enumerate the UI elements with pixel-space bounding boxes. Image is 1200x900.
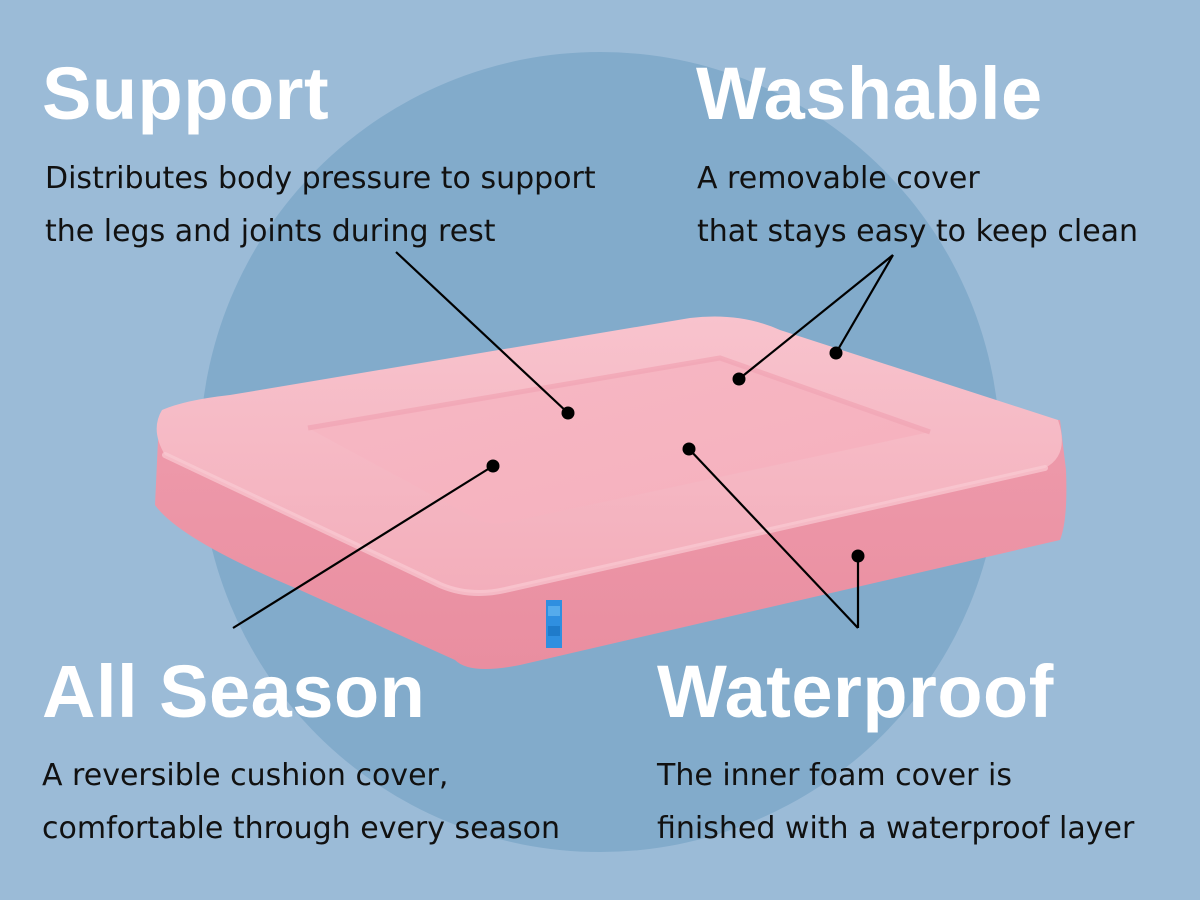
feature-description-line: that stays easy to keep clean <box>697 214 1139 249</box>
feature-description-all-season: A reversible cushion cover, comfortable … <box>42 749 560 855</box>
feature-description-line: the legs and joints during rest <box>45 214 496 249</box>
callout-line-support <box>395 251 569 414</box>
callout-line-waterproof-a <box>688 448 859 629</box>
feature-title-support: Support <box>42 52 330 135</box>
bed-bolster-seam <box>162 452 1048 596</box>
callout-line-washable-a <box>738 254 894 380</box>
feature-title-washable: Washable <box>696 52 1043 135</box>
feature-description-line: A removable cover <box>697 161 980 196</box>
callout-lines <box>232 251 894 629</box>
callout-dot-washable-a <box>732 372 746 386</box>
callout-dots <box>486 346 865 563</box>
feature-description-line: The inner foam cover is <box>657 758 1012 793</box>
feature-description-support: Distributes body pressure to support the… <box>45 152 596 258</box>
feature-description-line: Distributes body pressure to support <box>45 161 596 196</box>
callout-dot-support <box>561 406 575 420</box>
feature-description-line: A reversible cushion cover, <box>42 758 449 793</box>
callout-line-allseason <box>232 465 494 629</box>
callout-dot-waterproof-a <box>682 442 696 456</box>
feature-description-line: finished with a waterproof layer <box>657 811 1135 846</box>
callout-dot-allseason <box>486 459 500 473</box>
bed-inner-shadow <box>307 355 931 435</box>
feature-description-line: comfortable through every season <box>42 811 561 846</box>
feature-title-waterproof: Waterproof <box>657 650 1054 733</box>
bed-cushion-surface <box>308 358 930 524</box>
feature-description-washable: A removable cover that stays easy to kee… <box>697 152 1138 258</box>
callout-line-washable-b <box>835 254 894 354</box>
callout-dot-waterproof-b <box>851 549 865 563</box>
callout-dot-washable-b <box>829 346 843 360</box>
feature-title-all-season: All Season <box>42 650 426 733</box>
feature-description-waterproof: The inner foam cover is finished with a … <box>657 749 1134 855</box>
